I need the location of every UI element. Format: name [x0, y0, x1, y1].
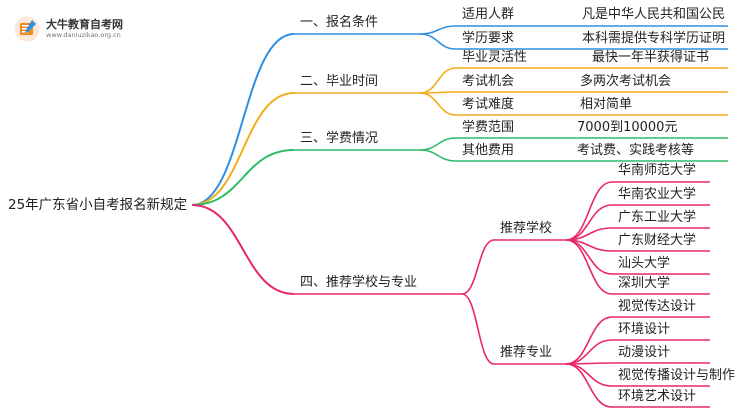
branch-2-child-2-label: 考试机会 — [462, 74, 515, 89]
branch-2-child-3-label: 考试难度 — [462, 97, 515, 112]
logo-url: www.daniuzikao.org.cn — [46, 31, 121, 39]
major-item-2: 环境设计 — [618, 322, 671, 337]
branch-3-child-1-link — [419, 137, 457, 151]
branch-2-child-2-value: 多两次考试机会 — [580, 74, 672, 89]
recommended-schools-label: 推荐学校 — [500, 221, 553, 236]
branch-3-child-2-value: 考试费、实践考核等 — [577, 143, 695, 158]
branch-3-label: 三、学费情况 — [300, 131, 379, 146]
branch-3-child-2-label: 其他费用 — [462, 143, 515, 158]
school-item-1: 华南师范大学 — [618, 163, 697, 178]
branch-1-child-1-value: 凡是中华人民共和国公民 — [582, 7, 726, 22]
branch-4-sub-2-link — [461, 293, 495, 365]
major-item-4: 视觉传播设计与制作 — [618, 368, 736, 383]
major-item-5: 环境艺术设计 — [618, 389, 697, 404]
recommended-majors-label: 推荐专业 — [500, 345, 553, 360]
major-item-3: 动漫设计 — [618, 345, 671, 360]
school-item-6-link — [565, 239, 613, 295]
branch-2-child-3-link — [419, 92, 457, 116]
branch-2-label: 二、毕业时间 — [300, 74, 379, 89]
major-item-1: 视觉传达设计 — [618, 299, 697, 314]
branch-1-child-1-link — [419, 25, 457, 35]
branch-1-child-2-link — [419, 33, 457, 50]
branch-1-child-2-label: 学历要求 — [462, 31, 515, 46]
branch-2-child-3-value: 相对简单 — [580, 97, 633, 112]
branch-3-child-1-value: 7000到10000元 — [577, 120, 678, 135]
branch-2-child-1-value: 最快一年半获得证书 — [592, 50, 710, 65]
school-item-5: 汕头大学 — [618, 256, 671, 271]
root-to-branch-2-link — [191, 92, 295, 206]
root-to-branch-3-link — [191, 149, 295, 206]
site-logo: 大牛教育自考网 www.daniuzikao.org.cn — [14, 16, 123, 42]
major-item-5-link — [565, 363, 613, 408]
branch-4-label: 四、推荐学校与专业 — [300, 275, 418, 290]
major-item-4-link — [565, 363, 613, 387]
root-to-branch-1-link — [191, 33, 295, 206]
branch-3-child-1-label: 学费范围 — [462, 120, 515, 135]
branch-1-child-1-label: 适用人群 — [462, 7, 515, 22]
branch-1-child-2-value: 本科需提供专科学历证明 — [582, 31, 726, 46]
root-topic: 25年广东省小自考报名新规定 — [8, 197, 188, 213]
root-to-branch-4-link — [191, 204, 295, 295]
school-item-3: 广东工业大学 — [618, 210, 697, 225]
book-pencil-icon — [14, 16, 40, 42]
branch-4-sub-1-link — [461, 239, 495, 295]
major-item-2-link — [565, 339, 613, 365]
branch-2-child-1-label: 毕业灵活性 — [462, 50, 528, 65]
school-item-1-link — [565, 181, 613, 241]
branch-2-child-1-link — [419, 67, 457, 94]
branch-3-child-2-link — [419, 149, 457, 162]
school-item-2: 华南农业大学 — [618, 187, 697, 202]
branch-1-label: 一、报名条件 — [300, 15, 379, 30]
logo-name: 大牛教育自考网 — [46, 18, 123, 31]
school-item-6: 深圳大学 — [618, 276, 671, 291]
school-item-4: 广东财经大学 — [618, 233, 697, 248]
